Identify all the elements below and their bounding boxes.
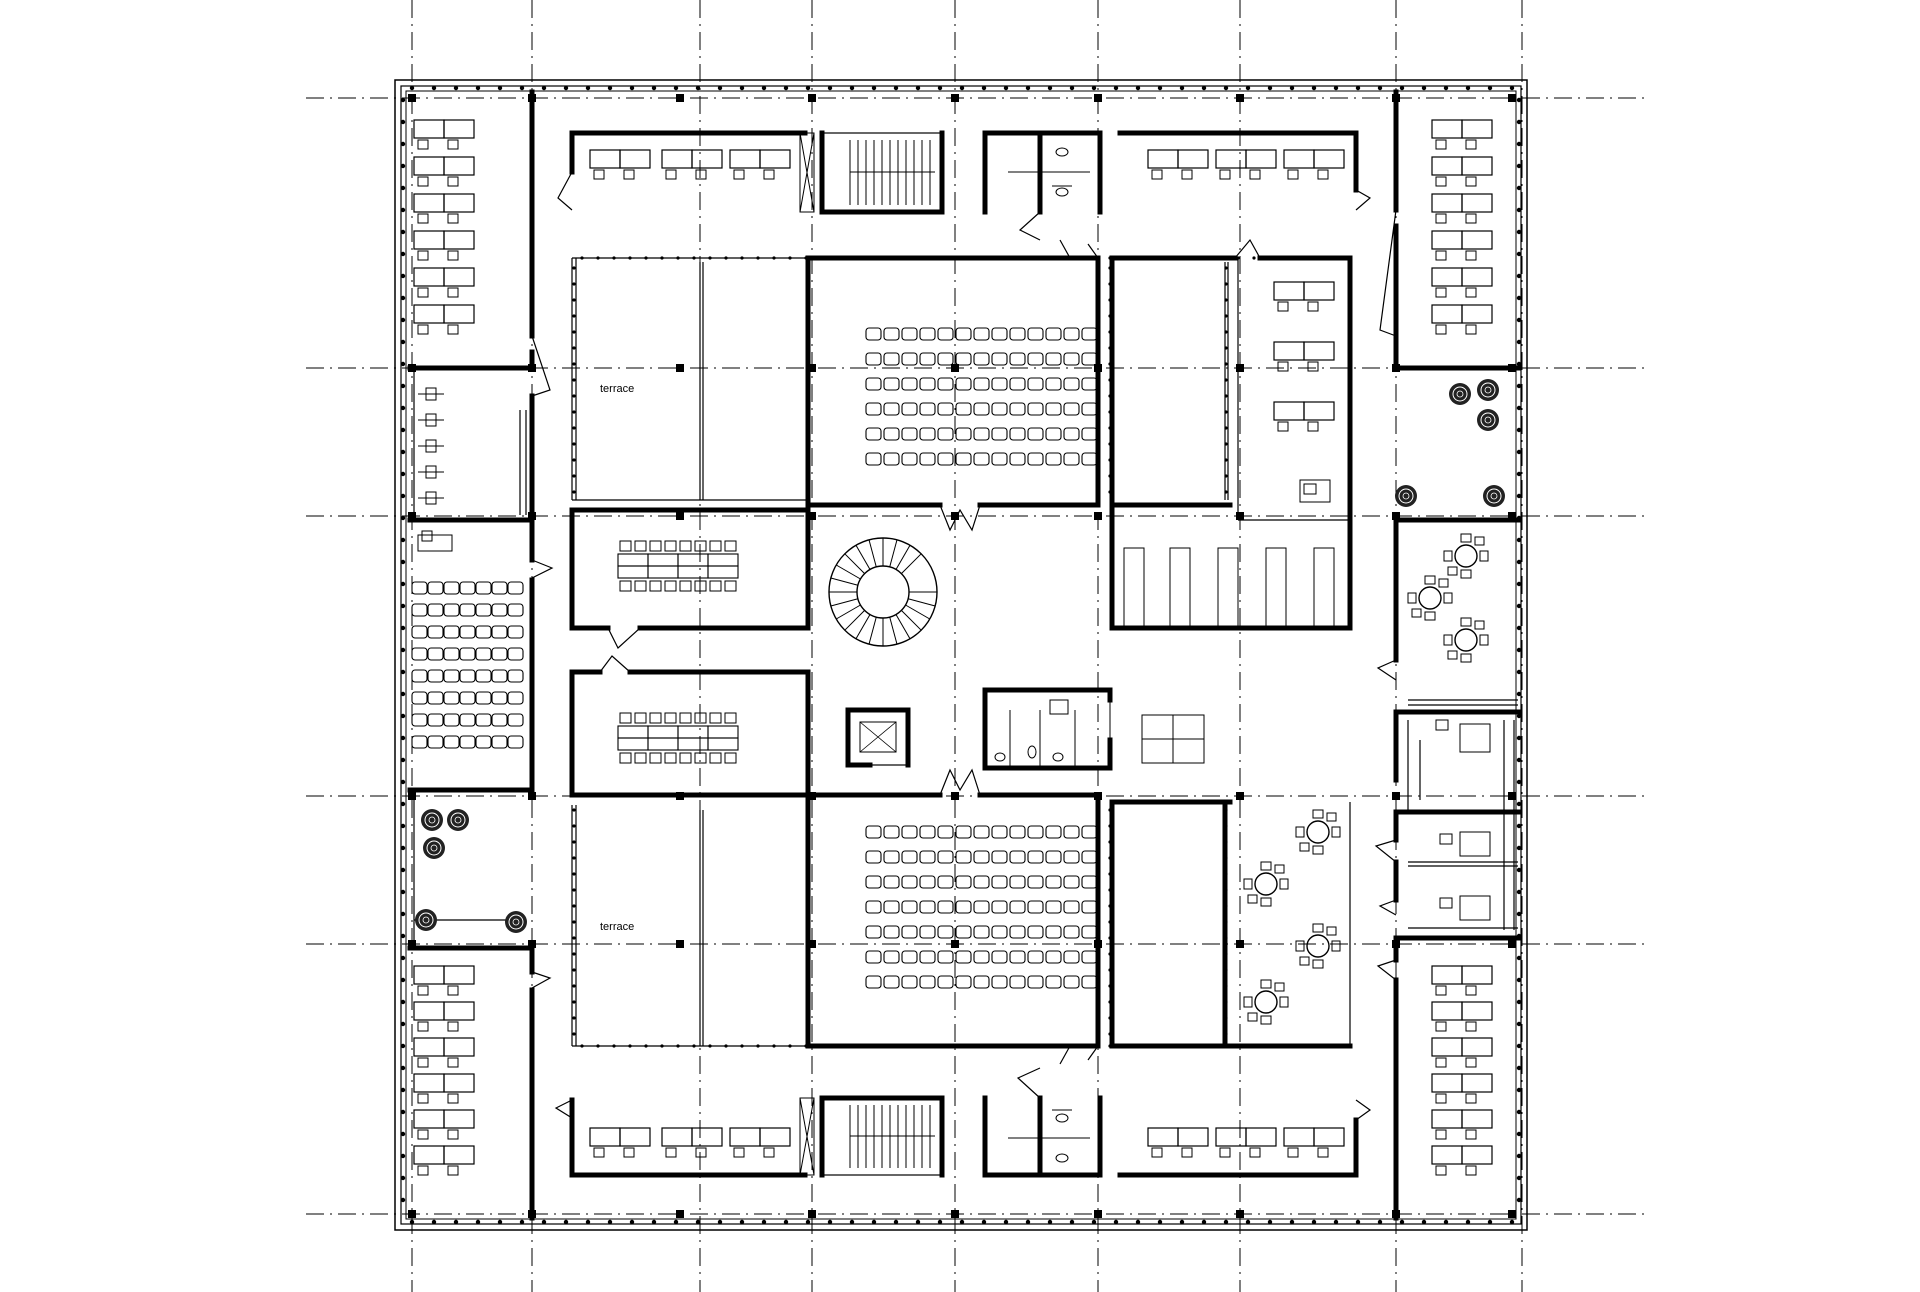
south-lecture-hall-seating	[865, 825, 1098, 989]
outer-facade	[394, 79, 1528, 1231]
north-wc	[1008, 133, 1090, 212]
partitions	[413, 257, 1518, 1047]
west-lecture-room-seating	[411, 581, 524, 749]
south-stair	[799, 1097, 943, 1176]
doors	[531, 171, 1397, 1121]
south-wc	[1008, 1109, 1090, 1163]
plants	[414, 378, 1506, 934]
west-study-carrels	[418, 387, 444, 505]
terrace-label-south: terrace	[600, 921, 634, 933]
reception-and-cubicles	[417, 479, 1491, 921]
elevator	[847, 709, 909, 766]
meeting-room-tables	[617, 540, 739, 764]
spiral-stair-steps	[829, 538, 937, 646]
cafe-round-tables	[1243, 533, 1489, 1025]
north-stair	[799, 132, 943, 213]
north-stair-steps	[849, 140, 935, 205]
north-lecture-hall-seating	[865, 327, 1098, 466]
central-wc	[984, 689, 1111, 769]
terrace-label-north: terrace	[600, 383, 634, 395]
south-stair-steps	[849, 1105, 935, 1168]
